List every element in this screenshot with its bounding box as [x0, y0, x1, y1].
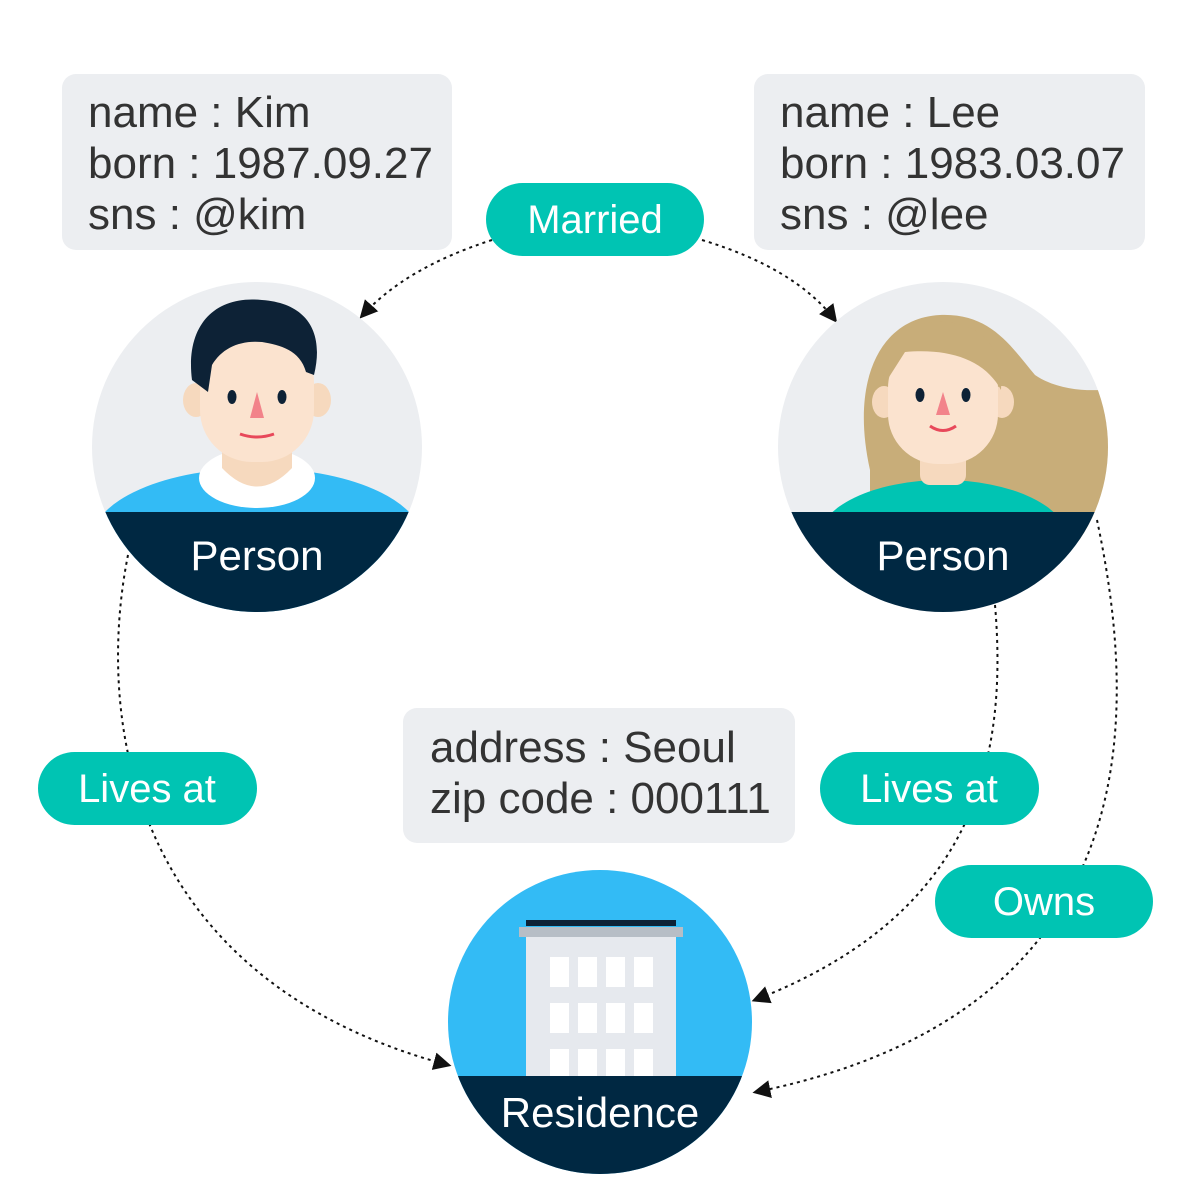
lee-lives-at-label: Lives at [860, 767, 998, 811]
lee-lives-at-edge-label[interactable]: Lives at [820, 752, 1039, 825]
lee-sns-prop: sns : @lee [780, 190, 989, 239]
residence-node[interactable]: Residence [440, 870, 760, 1186]
lee-name-prop: name : Lee [780, 88, 1000, 137]
kim-lives-at-label: Lives at [78, 767, 216, 811]
lee-node-label: Person [876, 532, 1009, 579]
married-edge-to-kim [362, 240, 492, 316]
kim-node-label: Person [190, 532, 323, 579]
married-edge-to-lee [702, 240, 835, 320]
married-label: Married [527, 198, 663, 242]
kim-sns-prop: sns : @kim [88, 190, 306, 239]
kim-lives-at-edge-label[interactable]: Lives at [38, 752, 257, 825]
kim-born-prop: born : 1987.09.27 [88, 139, 433, 188]
person-node-kim[interactable]: Person [80, 282, 440, 632]
residence-properties-panel: address : Seoul zip code : 000111 [403, 708, 795, 843]
residence-node-label: Residence [501, 1089, 699, 1136]
married-edge-label[interactable]: Married [486, 183, 704, 256]
residence-zip-prop: zip code : 000111 [430, 774, 771, 823]
lee-properties-panel: name : Lee born : 1983.03.07 sns : @lee [754, 74, 1145, 250]
kim-name-prop: name : Kim [88, 88, 311, 137]
person-node-lee[interactable]: Person [770, 282, 1130, 632]
residence-address-prop: address : Seoul [430, 723, 736, 772]
owns-label: Owns [993, 880, 1095, 924]
kim-properties-panel: name : Kim born : 1987.09.27 sns : @kim [62, 74, 452, 250]
lee-born-prop: born : 1983.03.07 [780, 139, 1125, 188]
owns-edge-label[interactable]: Owns [935, 865, 1153, 938]
